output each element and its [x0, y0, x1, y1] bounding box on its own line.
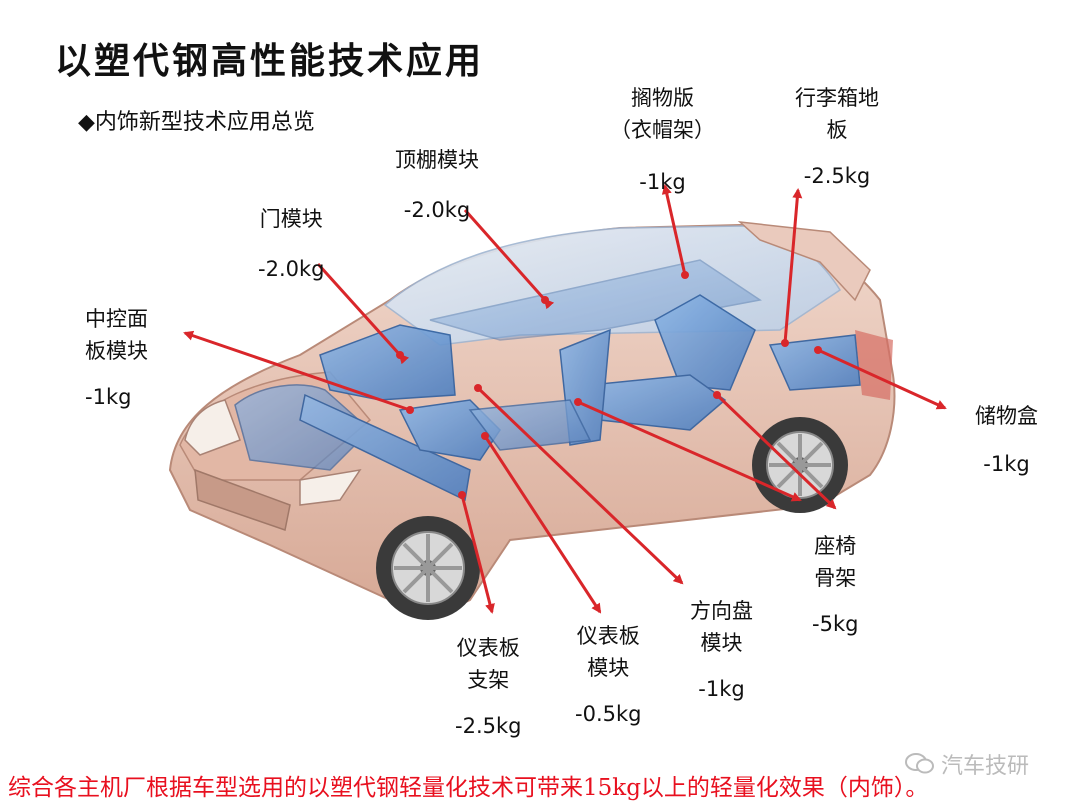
arrow-trunk — [783, 188, 803, 344]
arrow-ip-module — [483, 435, 602, 614]
label-trunk: 行李箱地 板 -2.5kg — [795, 86, 879, 188]
arrow-shelf — [661, 184, 687, 276]
label-ip-bracket: 仪表板 支架 -2.5kg — [455, 636, 522, 738]
arrow-headliner — [463, 209, 555, 310]
label-ip-module: 仪表板 模块 -0.5kg — [575, 624, 642, 726]
arrow-ip-bracket — [460, 494, 495, 614]
callout-arrows — [183, 184, 947, 614]
label-steering: 方向盘 模块 -1kg — [690, 599, 753, 701]
label-shelf: 搁物版 （衣帽架） -1kg — [610, 86, 715, 194]
front-wheel — [376, 516, 480, 620]
wechat-icon — [905, 753, 934, 774]
page-title: 以塑代钢高性能技术应用 — [55, 40, 485, 82]
watermark: 汽车技研 — [905, 748, 1029, 780]
door-module-part — [319, 324, 456, 401]
interior-components — [234, 259, 861, 502]
arrow-console — [183, 330, 411, 412]
trunk-floor-part — [768, 334, 861, 391]
console-part — [468, 399, 592, 451]
headliner-part — [429, 259, 762, 341]
section-subtitle: ◆内饰新型技术应用总览 — [78, 110, 315, 135]
arrow-seat-1 — [577, 400, 802, 502]
watermark-text: 汽车技研 — [941, 754, 1030, 779]
arrow-storage — [817, 348, 947, 410]
label-seat: 座椅 骨架 -5kg — [812, 534, 859, 636]
label-headliner: 顶棚模块 -2.0kg — [395, 148, 479, 222]
arrow-seat-2 — [715, 393, 837, 510]
seat-back-part — [654, 294, 756, 391]
label-console: 中控面 板模块 -1kg — [85, 307, 148, 409]
arrow-steering — [476, 386, 684, 585]
label-storage: 储物盒 -1kg — [975, 404, 1038, 476]
label-door: 门模块 -2.0kg — [258, 207, 325, 281]
arrow-door — [316, 262, 410, 365]
footer-note: 综合各主机厂根据车型选用的以塑代钢轻量化技术可带来15kg以上的轻量化效果（内饰… — [8, 775, 929, 801]
ip-bracket-part — [299, 393, 471, 502]
